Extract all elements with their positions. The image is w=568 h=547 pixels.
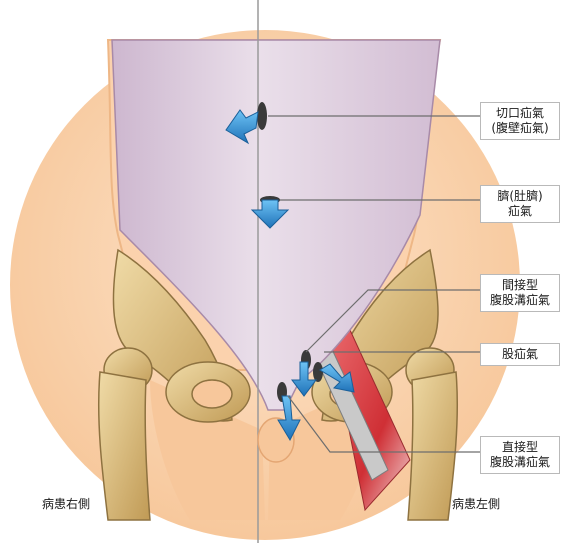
label-indirect-inguinal-hernia: 間接型 腹股溝疝氣 [480, 274, 560, 312]
label-incisional-line2: (腹壁疝氣) [483, 121, 557, 136]
label-direct-line1: 直接型 [483, 440, 557, 455]
femoral-site [313, 362, 323, 382]
label-umbilical-line2: 疝氣 [483, 204, 557, 219]
right-femur [99, 372, 150, 520]
incisional-site [257, 102, 267, 130]
label-direct-inguinal-hernia: 直接型 腹股溝疝氣 [480, 436, 560, 474]
patient-right-side-label: 病患右側 [42, 495, 90, 512]
label-femoral-text: 股疝氣 [483, 347, 557, 362]
label-incisional-hernia: 切口疝氣 (腹壁疝氣) [480, 102, 560, 140]
label-incisional-line1: 切口疝氣 [483, 106, 557, 121]
label-femoral-hernia: 股疝氣 [480, 343, 560, 366]
label-indirect-line1: 間接型 [483, 278, 557, 293]
left-femur [408, 372, 457, 520]
label-direct-line2: 腹股溝疝氣 [483, 455, 557, 470]
right-obturator-hole [192, 380, 232, 408]
label-indirect-line2: 腹股溝疝氣 [483, 293, 557, 308]
label-umbilical-line1: 臍(肚臍) [483, 189, 557, 204]
label-umbilical-hernia: 臍(肚臍) 疝氣 [480, 185, 560, 223]
patient-left-side-label: 病患左側 [452, 495, 500, 512]
